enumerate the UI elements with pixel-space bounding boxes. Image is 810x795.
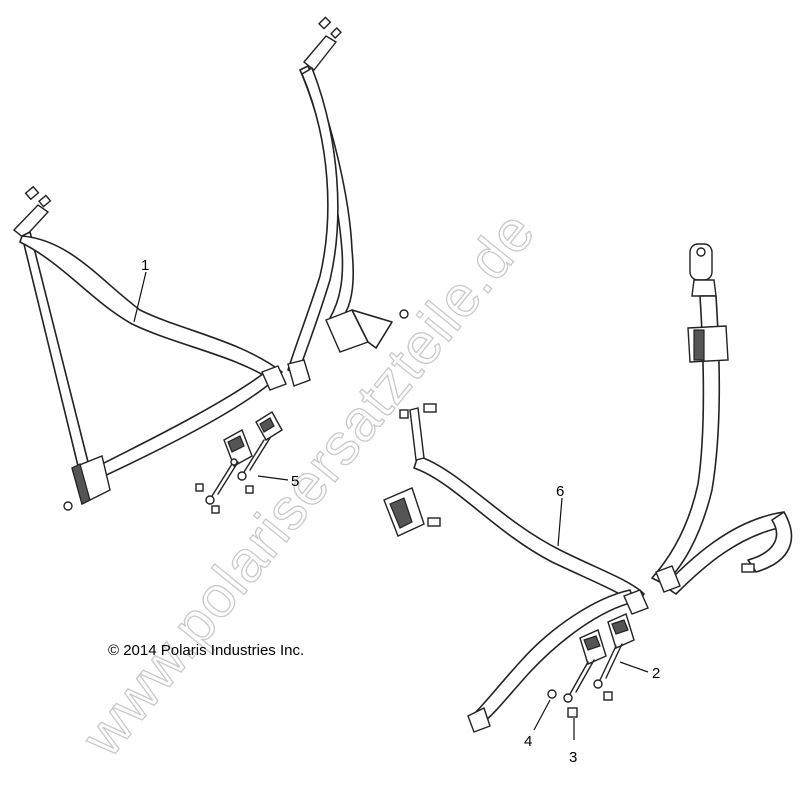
end-fitting-lower	[467, 707, 491, 733]
webbing-long-diagonal	[413, 455, 645, 605]
washer-item-4	[547, 689, 557, 699]
callout-1-label: 1	[141, 257, 149, 274]
tongue-plate-lower-a	[623, 589, 649, 615]
webbing-right-front	[287, 67, 339, 375]
callout-5-label: 5	[291, 473, 299, 490]
stalk-bracket	[383, 403, 441, 537]
tongue-plate-lower-b	[655, 565, 681, 593]
webbing-left-lap	[93, 369, 275, 479]
pillar-guide	[687, 325, 729, 363]
callout-1: 1	[133, 257, 149, 323]
upper-anchor-left	[12, 185, 52, 239]
tongue-plate-right	[287, 359, 311, 387]
buckle-pair-left	[195, 411, 283, 514]
callout-3: 3	[569, 718, 577, 766]
upper-anchor-right	[303, 16, 342, 71]
watermark-text: www.polarisersatzteile.de	[69, 199, 548, 769]
copyright-text: © 2014 Polaris Industries Inc.	[108, 642, 304, 659]
bolt-item-3	[567, 707, 578, 718]
upper-anchor-loop	[689, 243, 717, 297]
callout-3-label: 3	[569, 749, 577, 766]
seat-belt-assembly-right	[383, 243, 793, 733]
bolt-extra	[603, 691, 613, 701]
callout-5: 5	[257, 473, 299, 490]
callout-6: 6	[556, 483, 564, 547]
callout-4-label: 4	[524, 733, 532, 750]
seat-belt-assembly-left	[12, 16, 409, 514]
callout-2: 2	[619, 661, 660, 682]
callout-2-label: 2	[652, 665, 660, 682]
callout-6-label: 6	[556, 483, 564, 500]
callout-4: 4	[524, 699, 551, 750]
retractor-left	[63, 455, 111, 511]
buckle-pair-right	[563, 613, 635, 703]
tongue-plate-left	[261, 365, 287, 391]
webbing-lower-sweep	[473, 589, 635, 723]
retractor-right	[325, 309, 409, 353]
